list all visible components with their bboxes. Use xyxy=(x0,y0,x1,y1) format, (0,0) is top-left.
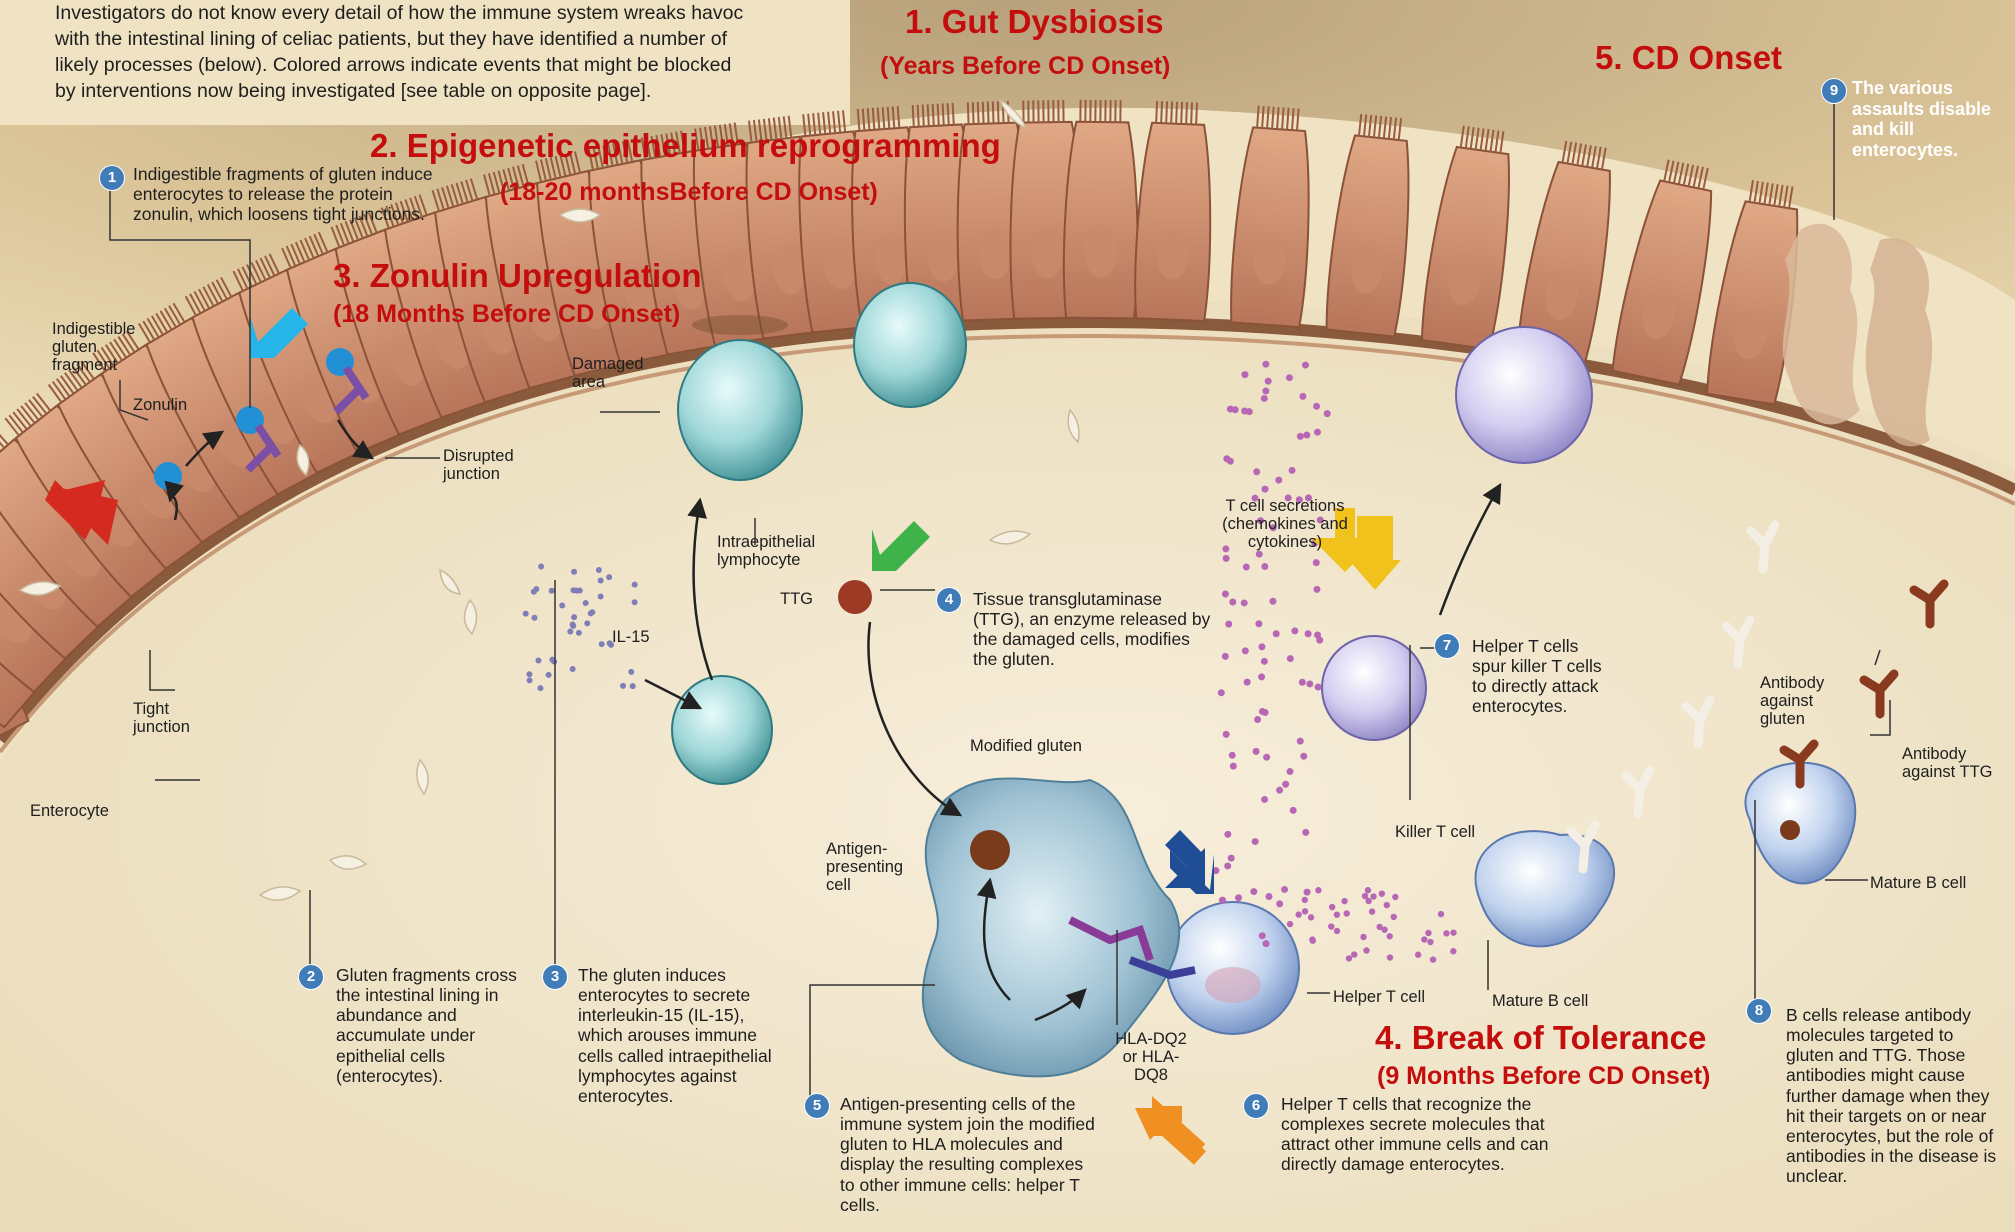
intro-line-4: by interventions now being investigated … xyxy=(55,78,855,104)
step-3-badge: 3 xyxy=(542,964,568,990)
stage-4-subtitle: (9 Months Before CD Onset) xyxy=(1377,1062,1710,1090)
label-ttg: TTG xyxy=(780,590,813,608)
step-6-badge: 6 xyxy=(1243,1093,1269,1119)
step-2-text: Gluten fragments cross the intestinal li… xyxy=(336,965,526,1086)
label-antigen-presenting-cell: Antigen-presenting cell xyxy=(826,840,921,894)
label-tcell-secretions: T cell secretions (chemokines and cytoki… xyxy=(1210,497,1360,551)
label-disrupted-junction: Disrupted junction xyxy=(443,447,533,483)
step-8-badge: 8 xyxy=(1746,998,1772,1024)
stage-1-title: 1. Gut Dysbiosis xyxy=(905,4,1164,41)
intro-line-3: likely processes (below). Colored arrows… xyxy=(55,52,855,78)
step-1-text: Indigestible fragments of gluten induce … xyxy=(133,164,443,224)
stage-3-subtitle: (18 Months Before CD Onset) xyxy=(333,300,680,328)
step-5-badge: 5 xyxy=(804,1093,830,1119)
step-6-text: Helper T cells that recognize the comple… xyxy=(1281,1094,1581,1175)
stage-5-title: 5. CD Onset xyxy=(1595,40,1782,77)
step-5-text: Antigen-presenting cells of the immune s… xyxy=(840,1094,1100,1232)
label-mature-bcell-1: Mature B cell xyxy=(1492,992,1588,1010)
step-7-badge: 7 xyxy=(1434,633,1460,659)
label-antibody-gluten: Antibody against gluten xyxy=(1760,674,1840,728)
step-7-text: Helper T cells spur killer T cells to di… xyxy=(1472,636,1602,717)
step-9-text: The various assaults disable and kill en… xyxy=(1852,78,2012,161)
stage-3-title: 3. Zonulin Upregulation xyxy=(333,258,701,295)
label-zonulin: Zonulin xyxy=(133,396,187,414)
label-modified-gluten: Modified gluten xyxy=(970,737,1082,755)
label-il15: IL-15 xyxy=(612,628,650,646)
label-antibody-ttg: Antibody against TTG xyxy=(1902,745,1997,781)
label-hla: HLA-DQ2 or HLA-DQ8 xyxy=(1106,1030,1196,1084)
stage-4-title: 4. Break of Tolerance xyxy=(1375,1020,1706,1057)
step-4-badge: 4 xyxy=(936,587,962,613)
intro-line-1: Investigators do not know every detail o… xyxy=(55,0,855,26)
label-gluten-fragment: Indigestible gluten fragment xyxy=(52,320,162,374)
label-enterocyte: Enterocyte xyxy=(30,802,109,820)
label-damaged-area: Damaged area xyxy=(572,355,657,391)
step-3-text: The gluten induces enterocytes to secret… xyxy=(578,965,778,1106)
label-mature-bcell-2: Mature B cell xyxy=(1870,874,1966,892)
label-intraepithelial-lymphocyte: Intraepithelial lymphocyte xyxy=(717,533,837,569)
step-9-badge: 9 xyxy=(1821,78,1847,104)
stage-2-title: 2. Epigenetic epithelium reprogramming xyxy=(370,128,1001,165)
step-4-text: Tissue transglutaminase (TTG), an enzyme… xyxy=(973,589,1213,670)
label-tight-junction: Tight junction xyxy=(133,700,213,736)
stage-2-subtitle: (18-20 monthsBefore CD Onset) xyxy=(500,178,878,206)
step-1-badge: 1 xyxy=(99,165,125,191)
stage-1-subtitle: (Years Before CD Onset) xyxy=(880,52,1170,80)
step-2-badge: 2 xyxy=(298,964,324,990)
label-killer-tcell: Killer T cell xyxy=(1395,823,1475,841)
step-8-text: B cells release antibody molecules targe… xyxy=(1786,1005,2001,1232)
label-helper-tcell: Helper T cell xyxy=(1333,988,1425,1006)
intro-line-2: with the intestinal lining of celiac pat… xyxy=(55,26,855,52)
